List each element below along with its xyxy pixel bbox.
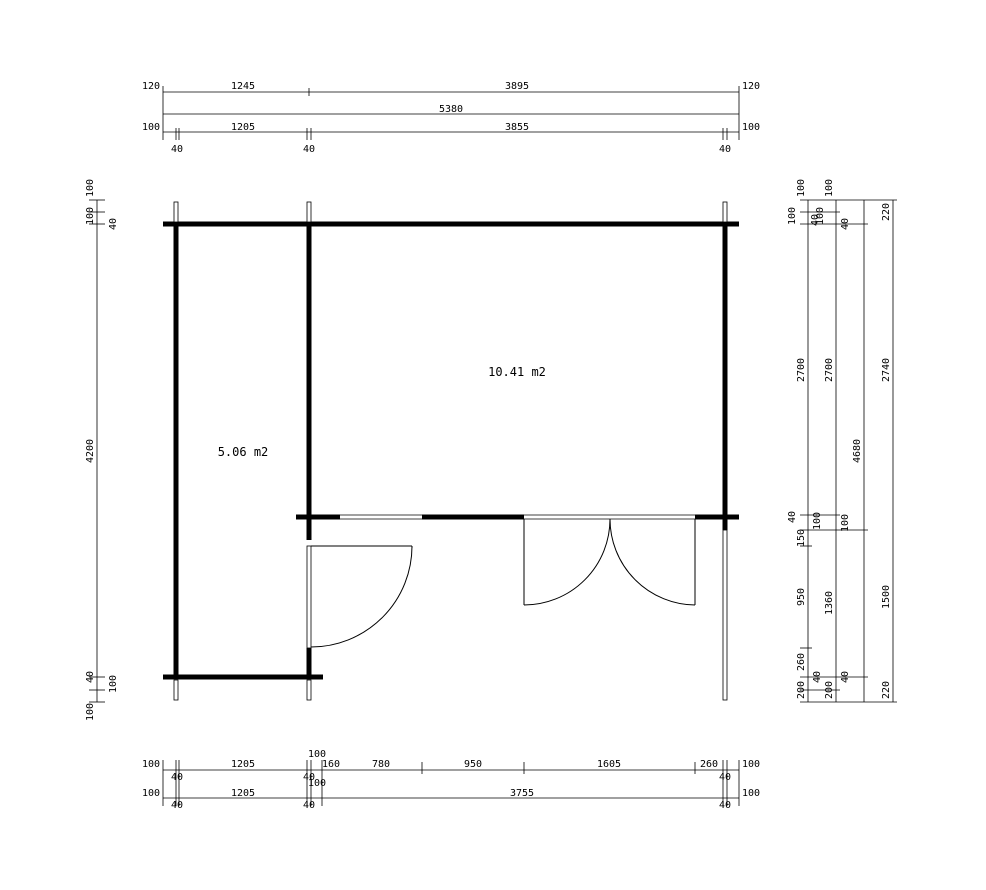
right-c2-2700: 2700 [824,358,835,382]
right-c3-100: 100 [840,514,851,532]
bottom-dim2-3755: 3755 [510,788,534,799]
right-c1-2700: 2700 [796,358,807,382]
post-bottom-left [173,679,179,701]
bottom-dim2-100-right: 100 [742,788,760,799]
post-top-mid [306,201,312,223]
left-dim-100-c: 100 [108,675,119,693]
bottom-dim-100-right: 100 [742,759,760,770]
room-large-area: 10.41 m2 [488,365,546,379]
right-c1-950: 950 [796,588,807,606]
right-c2-100-b: 100 [815,207,826,225]
right-c5-1500: 1500 [881,585,892,609]
right-c2-40-b: 40 [812,671,823,683]
left-dim-4200: 4200 [85,439,96,463]
bottom-dim2-40-a: 40 [171,800,183,811]
right-c1-260: 260 [796,653,807,671]
right-c3-40-bottom: 40 [840,671,851,683]
right-c1-200: 200 [796,681,807,699]
right-c5-2740: 2740 [881,358,892,382]
right-c2-100: 100 [824,179,835,197]
bottom-dim-40-b: 40 [303,772,315,783]
bottom-dim2-40-b: 40 [303,800,315,811]
top-dim-40-c: 40 [719,144,731,155]
top-dim-5380: 5380 [439,104,463,115]
left-dimensions: 100 100 40 4200 40 100 100 [85,179,119,721]
top-dim-120-right: 120 [742,81,760,92]
door-left [306,545,413,649]
right-dimensions: 100 100 2700 40 150 950 260 200 100 40 1… [787,179,897,703]
bottom-dim-100-upper: 100 [308,749,326,760]
bottom-dim2-100-left: 100 [142,788,160,799]
room-small-area: 5.06 m2 [218,445,269,459]
bottom-dim2-1205: 1205 [231,788,255,799]
bottom-dim-1205: 1205 [231,759,255,770]
top-dim-3895: 3895 [505,81,529,92]
left-dim-40-top: 40 [108,218,119,230]
top-dim-100-left: 100 [142,122,160,133]
right-c2-100-c: 100 [812,512,823,530]
bottom-dim-780: 780 [372,759,390,770]
left-dim-100-b: 100 [85,207,96,225]
top-dim-3855: 3855 [505,122,529,133]
right-c2-200: 200 [824,681,835,699]
right-c5-220-top: 220 [881,203,892,221]
bottom-dim-100-lower: 100 [308,778,326,789]
right-c1-100-b: 100 [787,207,798,225]
post-bottom-mid [306,679,312,701]
post-right-lower [722,529,728,701]
right-c1-100-a: 100 [796,179,807,197]
right-c1-150: 150 [796,529,807,547]
top-dim-40-a: 40 [171,144,183,155]
right-c2-1360: 1360 [824,591,835,615]
post-top-left [173,201,179,223]
bottom-dimensions: 100 40 1205 40 160 780 950 1605 260 40 1… [142,749,760,811]
bottom-dim-100-left: 100 [142,759,160,770]
bottom-dim-160: 160 [322,759,340,770]
top-dimensions: 120 1245 3895 120 5380 100 1205 3855 100… [142,81,760,155]
top-dim-40-b: 40 [303,144,315,155]
bottom-dim2-40-c: 40 [719,800,731,811]
top-dim-1245: 1245 [231,81,255,92]
top-dim-1205: 1205 [231,122,255,133]
bottom-dim-1605: 1605 [597,759,621,770]
left-dim-100-d: 100 [85,703,96,721]
right-c2-40: 40 [810,214,821,226]
right-c3-40-top: 40 [840,218,851,230]
bottom-dim-40-a: 40 [171,772,183,783]
walls [163,221,739,680]
bottom-dim-40-c: 40 [719,772,731,783]
left-dim-40-bottom: 40 [85,671,96,683]
posts [173,201,728,701]
bottom-dim-260: 260 [700,759,718,770]
left-dim-100-a: 100 [85,179,96,197]
right-c4-4680: 4680 [852,439,863,463]
top-dim-100-right: 100 [742,122,760,133]
top-dim-120-left: 120 [142,81,160,92]
door-double [523,518,696,606]
right-c1-40: 40 [787,511,798,523]
bottom-dim-950: 950 [464,759,482,770]
right-c5-220-bottom: 220 [881,681,892,699]
post-top-right [722,201,728,223]
